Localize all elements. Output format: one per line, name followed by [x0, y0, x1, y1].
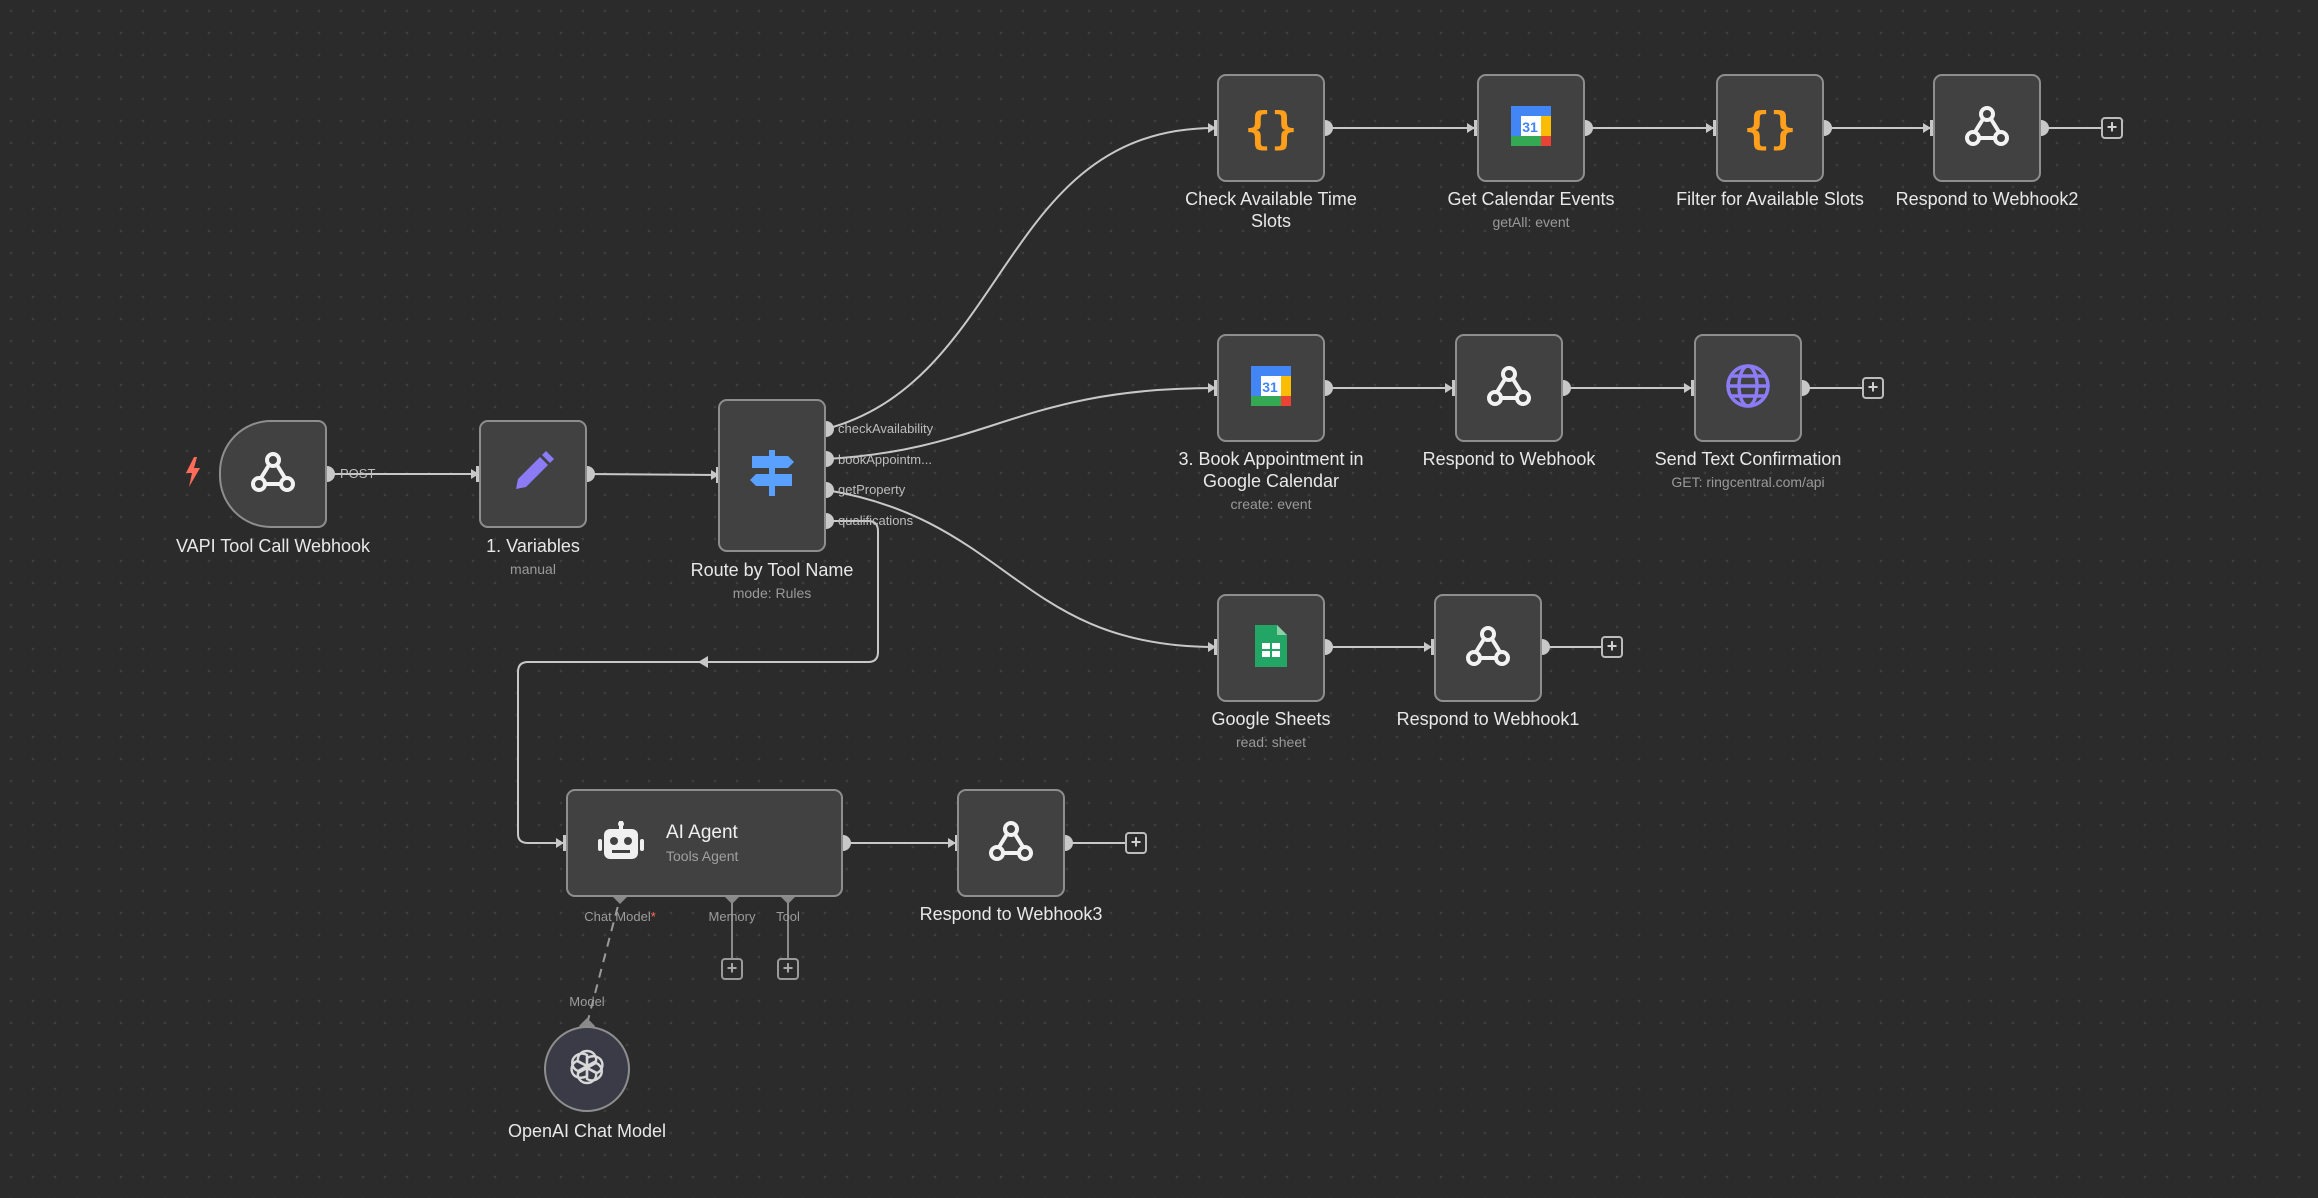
node-check-slots[interactable]: {} [1217, 74, 1325, 182]
node-label-get-calendar: Get Calendar Events [1447, 189, 1615, 209]
node-respond[interactable] [1455, 334, 1563, 442]
edge-router-check-slots[interactable] [825, 123, 1216, 430]
node-label-router: Route by Tool Name [690, 560, 854, 580]
node-openai-chat-model[interactable] [544, 1026, 630, 1112]
node-label-variables: 1. Variables [486, 536, 580, 556]
node-label-openai-chat-model: OpenAI Chat Model [507, 1121, 667, 1141]
robot-icon [598, 820, 644, 866]
trigger-bolt-icon [184, 457, 202, 494]
add-tool-button[interactable]: + [777, 958, 799, 980]
google-calendar-icon: 31 [1249, 364, 1293, 413]
node-respond2[interactable] [1933, 74, 2041, 182]
node-ai-agent[interactable]: AI Agent Tools Agent [566, 789, 843, 897]
node-get-calendar[interactable]: 31 [1477, 74, 1585, 182]
node-sub-ai-agent: Tools Agent [666, 848, 739, 864]
router-output-check-availability: checkAvailability [838, 421, 934, 436]
code-braces-icon: {} [1244, 102, 1298, 154]
node-label-filter-slots: Filter for Available Slots [1676, 189, 1864, 209]
node-sub-get-calendar: getAll: event [1492, 214, 1570, 230]
agent-input-tool: Tool [776, 909, 800, 924]
node-sub-variables: manual [510, 561, 556, 577]
node-label-vapi-webhook: VAPI Tool Call Webhook [175, 536, 371, 556]
webhook-icon [1462, 620, 1514, 677]
add-memory-button[interactable]: + [721, 958, 743, 980]
node-sub-router: mode: Rules [732, 585, 812, 601]
agent-input-memory: Memory [708, 909, 756, 924]
add-node-button[interactable]: + [2101, 117, 2123, 139]
node-book-appointment[interactable]: 31 [1217, 334, 1325, 442]
webhook-icon [985, 815, 1037, 872]
node-google-sheets[interactable] [1217, 594, 1325, 702]
node-label-check-slots: Check Available Time Slots [1185, 189, 1357, 231]
globe-icon [1724, 362, 1772, 415]
node-label-send-text: Send Text Confirmation [1654, 449, 1842, 469]
edge-router-book[interactable] [825, 383, 1216, 460]
agent-text: AI Agent Tools Agent [666, 822, 738, 864]
node-sub-book-appointment: create: event [1230, 496, 1312, 512]
node-sub-send-text: GET: ringcentral.com/api [1671, 474, 1825, 490]
edge-direction-arrow [698, 656, 708, 668]
google-sheets-icon [1253, 623, 1289, 674]
agent-input-chat-model: Chat Model* [584, 909, 656, 924]
webhook-icon [1483, 360, 1535, 417]
router-output-get-property: getProperty [838, 482, 906, 497]
node-vapi-webhook[interactable] [219, 420, 327, 528]
node-label-respond2: Respond to Webhook2 [1895, 189, 2079, 209]
node-router[interactable] [718, 399, 826, 552]
add-node-button[interactable]: + [1601, 636, 1623, 658]
openai-icon [567, 1047, 607, 1092]
edge-variables-router[interactable] [586, 469, 719, 480]
node-label-respond: Respond to Webhook [1422, 449, 1596, 469]
signpost-icon [748, 448, 796, 503]
pencil-icon [508, 447, 558, 502]
code-braces-icon: {} [1743, 102, 1797, 154]
router-output-book-appointment: bookAppointm... [838, 452, 932, 467]
webhook-icon [1961, 100, 2013, 157]
add-node-button[interactable]: + [1862, 377, 1884, 399]
edge-openai-agent[interactable] [586, 897, 621, 1025]
svg-text:31: 31 [1262, 379, 1278, 395]
port-label-post: POST [340, 466, 376, 481]
node-variables[interactable] [479, 420, 587, 528]
node-sub-google-sheets: read: sheet [1235, 734, 1307, 750]
add-node-button[interactable]: + [1125, 832, 1147, 854]
node-filter-slots[interactable]: {} [1716, 74, 1824, 182]
node-label-respond1: Respond to Webhook1 [1396, 709, 1580, 729]
openai-port-model: Model [569, 994, 605, 1009]
node-label-respond3: Respond to Webhook3 [919, 904, 1103, 924]
svg-text:31: 31 [1522, 119, 1538, 135]
node-label-google-sheets: Google Sheets [1211, 709, 1331, 729]
router-output-qualifications: qualifications [838, 513, 914, 528]
edge-router-sheets[interactable] [825, 489, 1216, 652]
node-label-ai-agent: AI Agent [666, 822, 738, 843]
node-send-text[interactable] [1694, 334, 1802, 442]
node-label-book-appointment: 3. Book Appointment in Google Calendar [1178, 449, 1364, 491]
google-calendar-icon: 31 [1509, 104, 1553, 153]
webhook-icon [247, 446, 299, 503]
node-respond1[interactable] [1434, 594, 1542, 702]
node-respond3[interactable] [957, 789, 1065, 897]
